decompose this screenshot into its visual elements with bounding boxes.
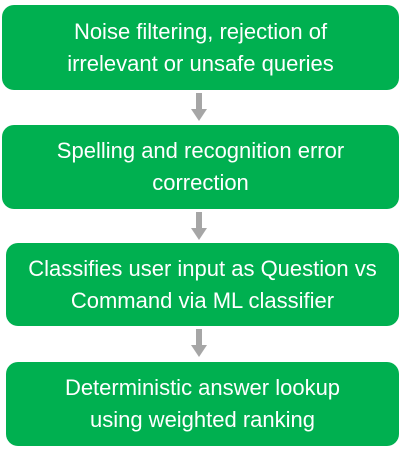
flow-step-noise-filtering: Noise filtering, rejection of irrelevant… [2, 5, 399, 90]
down-arrow-icon [191, 93, 207, 121]
flow-step-label: Spelling and recognition error correctio… [56, 138, 345, 195]
flow-step-spelling-correction: Spelling and recognition error correctio… [2, 125, 399, 209]
flow-step-label: Deterministic answer lookup using weight… [64, 375, 341, 432]
flow-step-label: Noise filtering, rejection of irrelevant… [67, 18, 334, 76]
down-arrow-icon [191, 212, 207, 240]
down-arrow-icon [191, 329, 207, 357]
flow-step-label: Classifies user input as Question vs Com… [28, 255, 377, 313]
flow-step-classify-input: Classifies user input as Question vs Com… [6, 243, 399, 326]
flow-step-answer-lookup: Deterministic answer lookup using weight… [6, 362, 399, 446]
